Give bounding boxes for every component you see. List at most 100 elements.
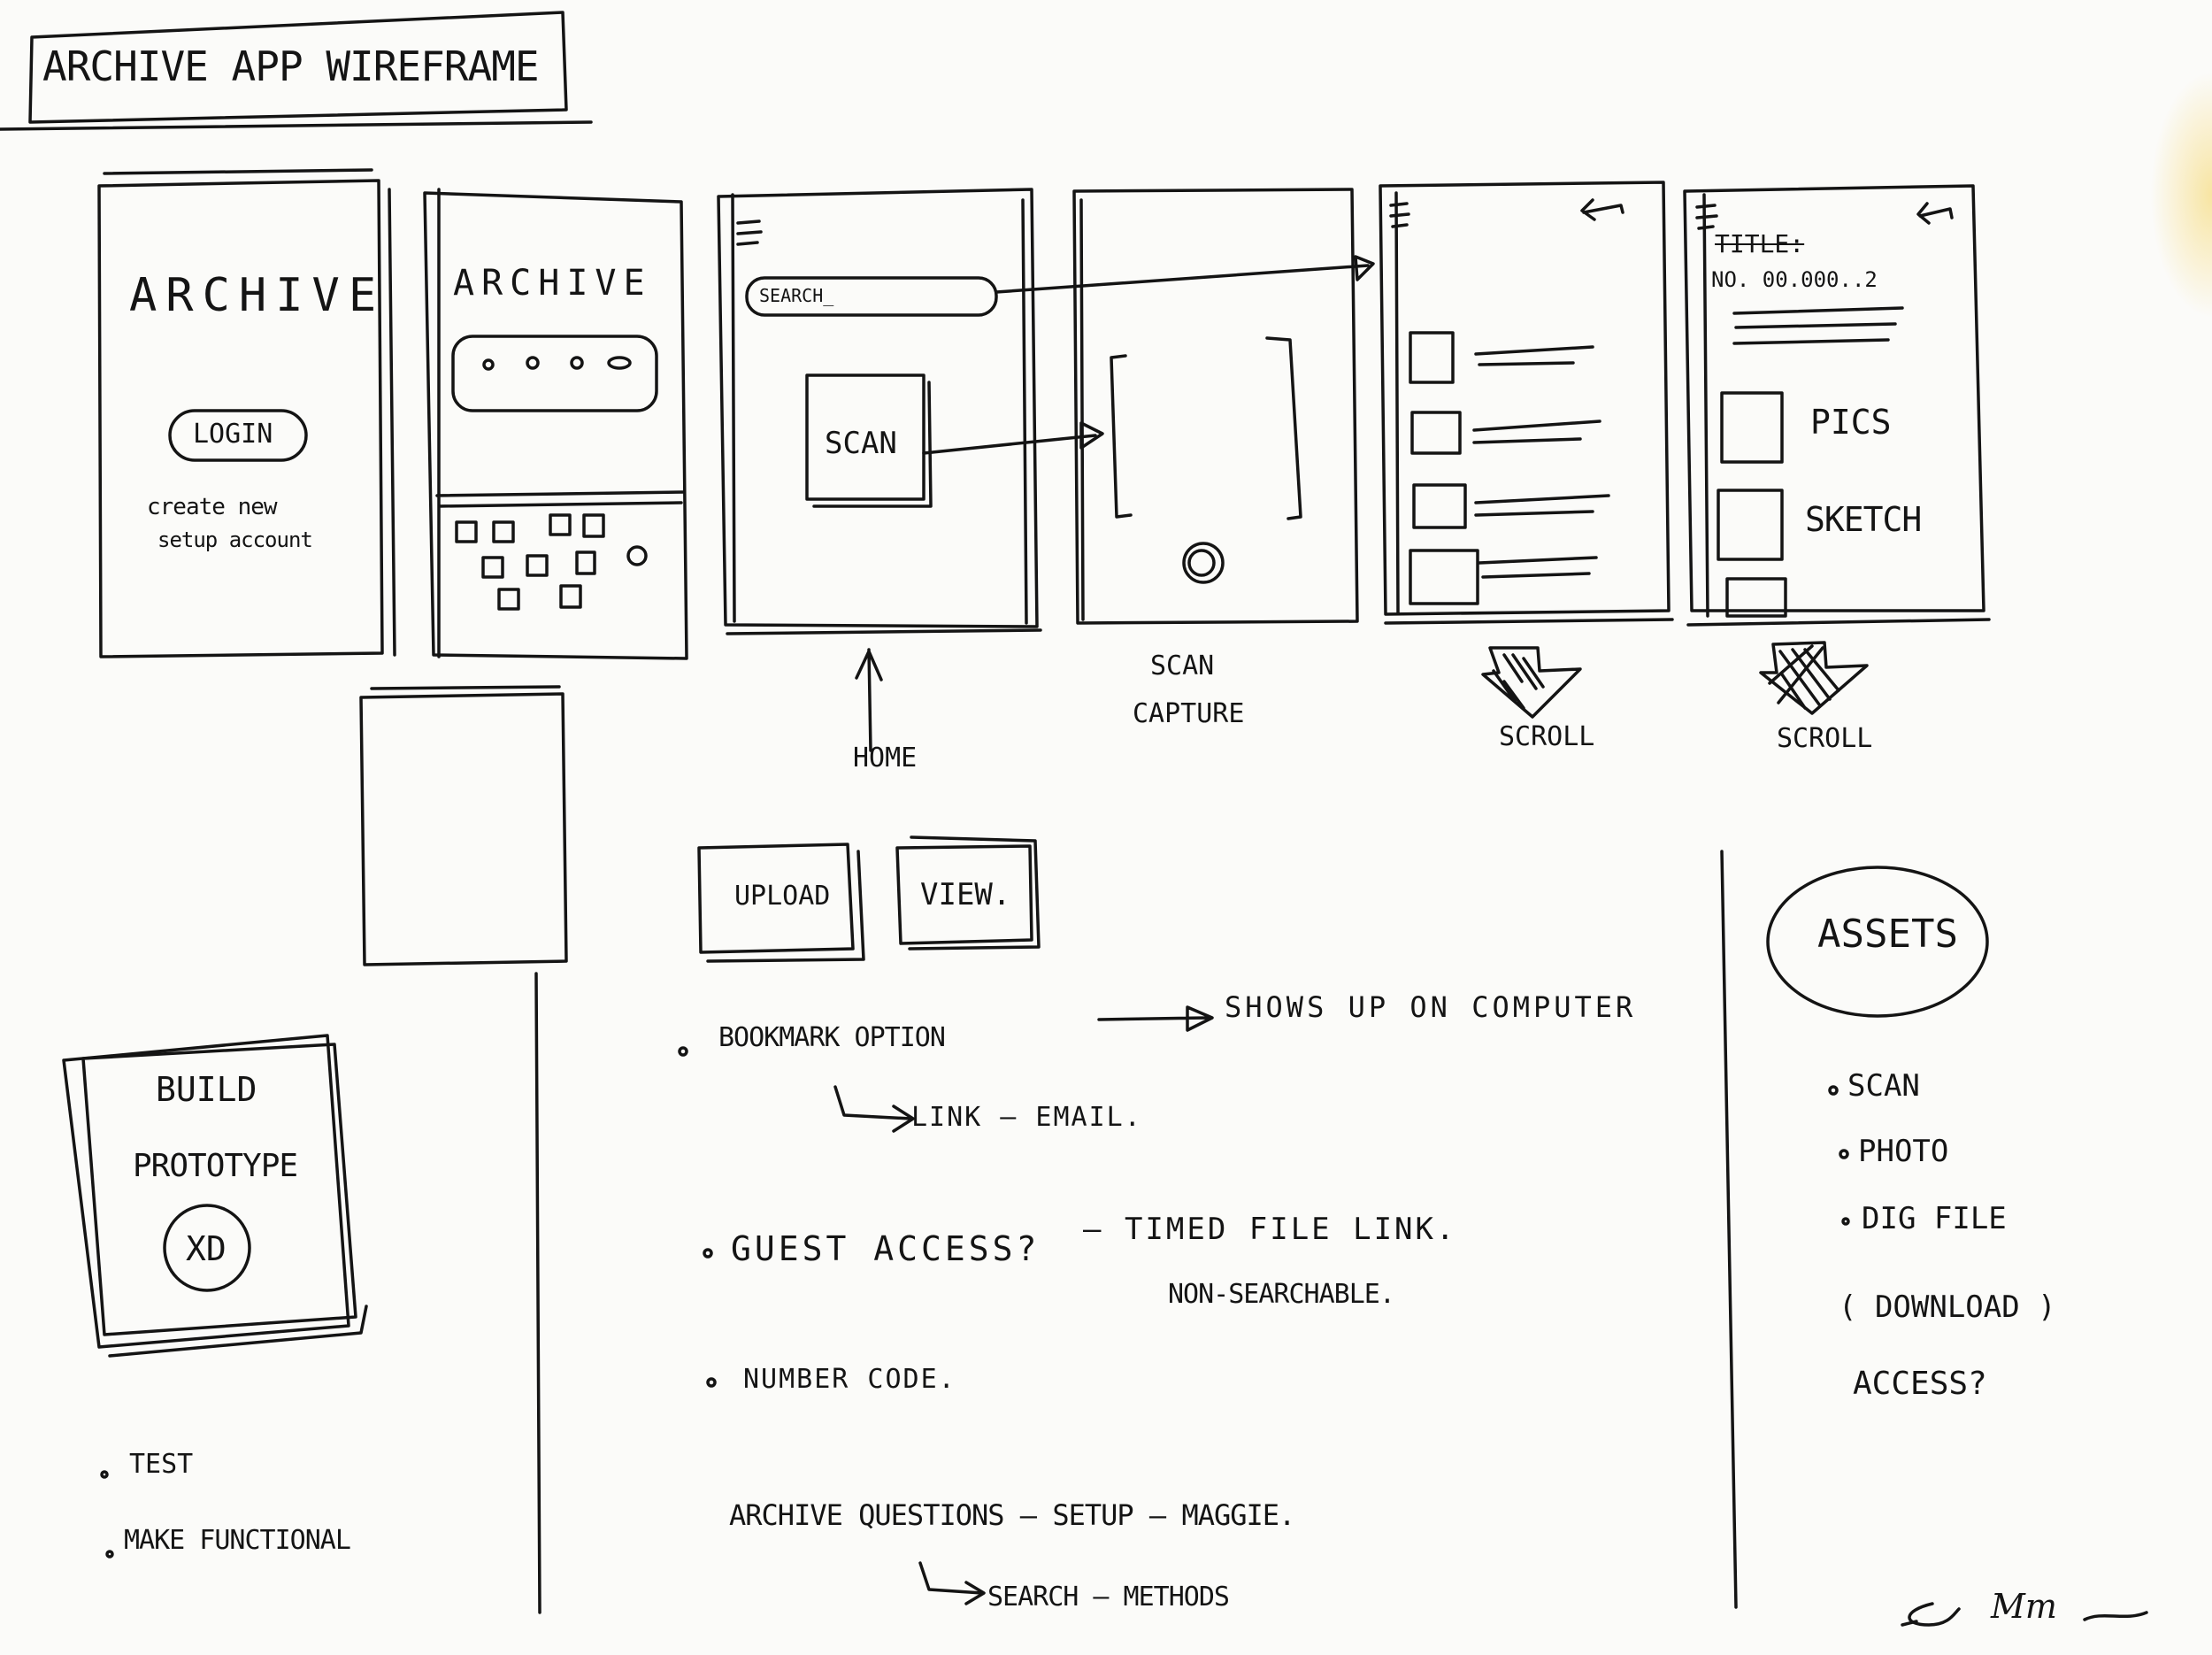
- assets-divider: [1720, 850, 1738, 1609]
- arrow-bookmark: [1097, 1005, 1214, 1032]
- page-title: ARCHIVE APP WIREFRAME: [42, 42, 540, 90]
- screen-detail-frame: [1683, 184, 1985, 612]
- bullet: [1841, 1217, 1850, 1226]
- home-pointer-arrow: [855, 648, 883, 752]
- screen-home-edge: [726, 193, 1042, 635]
- scan-button[interactable]: SCAN: [825, 426, 897, 461]
- app-grid-icons: [455, 513, 648, 611]
- dot-icon: [570, 356, 584, 370]
- arrow-scan-to-capture: [922, 434, 1097, 455]
- assets-access-note: ACCESS?: [1853, 1366, 1987, 1402]
- note-archive-questions: ARCHIVE QUESTIONS – SETUP – MAGGIE.: [729, 1498, 1295, 1532]
- screen-capture-edge: [1079, 198, 1085, 621]
- bullet: [105, 1550, 114, 1559]
- assets-heading-outline: [1766, 866, 1989, 1018]
- title-box-shadow: [0, 120, 593, 131]
- note-guest-access: GUEST ACCESS?: [731, 1229, 1041, 1268]
- hamburger-icon: [736, 219, 763, 246]
- sketch-thumbnail: [1717, 489, 1784, 561]
- login-screen-logo: ARCHIVE: [129, 269, 386, 322]
- scan-button-shadow: [812, 381, 933, 508]
- xd-badge: [163, 1204, 251, 1292]
- arrow-search-to-results: [995, 264, 1370, 294]
- detail-list-item: [1725, 577, 1787, 618]
- scan-capture-label: SCAN: [1150, 650, 1215, 681]
- search-input[interactable]: SEARCH_: [759, 285, 834, 306]
- screen-login-edge: [103, 168, 396, 657]
- pics-thumbnail: [1720, 391, 1784, 464]
- bullet: [678, 1046, 688, 1057]
- scan-capture-label-line2: CAPTURE: [1133, 698, 1245, 729]
- bullet: [706, 1377, 717, 1388]
- detail-text-lines: [1732, 306, 1904, 345]
- note-link-email: LINK — EMAIL.: [911, 1102, 1142, 1133]
- signature-mark: [1901, 1602, 1961, 1627]
- result-list-items: [1409, 331, 1610, 605]
- setup-account-note: setup account: [157, 527, 313, 552]
- title-box: [28, 11, 568, 124]
- build-card-shadow: [108, 1305, 368, 1358]
- view-button-shadow: [908, 835, 1041, 951]
- assets-item-dig-file: DIG FILE: [1862, 1201, 2007, 1236]
- screen-menu-edge: [435, 188, 685, 658]
- shutter-icon-inner: [1187, 549, 1216, 577]
- menu-screen-logo: ARCHIVE: [453, 263, 652, 304]
- build-card-line2: PROTOTYPE: [133, 1148, 298, 1184]
- view-button[interactable]: VIEW.: [920, 877, 1011, 912]
- bullet: [100, 1470, 109, 1479]
- build-card-frame: [62, 1034, 350, 1349]
- arrow-search-methods: [918, 1561, 986, 1605]
- scroll-arrow-2-hatch: [1768, 644, 1840, 710]
- signature-underline: [2083, 1611, 2148, 1621]
- sketch-label: SKETCH: [1805, 500, 1922, 539]
- note-search-methods: SEARCH – METHODS: [987, 1582, 1230, 1613]
- assets-item-scan: SCAN: [1847, 1068, 1920, 1104]
- hamburger-icon: [1695, 204, 1718, 230]
- back-icon: [1580, 198, 1624, 221]
- create-account-note: create new: [147, 494, 278, 520]
- assets-item-photo: PHOTO: [1858, 1134, 1949, 1169]
- build-card-line1: BUILD: [156, 1070, 257, 1109]
- screen-capture-frame: [1072, 188, 1359, 625]
- back-icon: [1916, 202, 1954, 225]
- detail-number-label: NO. 00.000..2: [1711, 267, 1878, 292]
- hamburger-icon: [1389, 202, 1410, 228]
- signature: Mm: [1991, 1587, 2057, 1626]
- dot-icon: [607, 356, 632, 370]
- note-timed-link: – TIMED FILE LINK.: [1083, 1212, 1457, 1247]
- screen-results-frame: [1379, 181, 1671, 616]
- upload-button-shadow: [706, 850, 865, 963]
- arrow-link: [833, 1085, 915, 1133]
- screen-login-frame: [97, 179, 384, 658]
- arrowhead: [1354, 255, 1375, 281]
- note-number-code: NUMBER CODE.: [743, 1364, 956, 1395]
- search-input-outline: [745, 276, 998, 317]
- scan-button-outline: [805, 373, 926, 501]
- paper-stain: [2150, 71, 2212, 319]
- dot-icon: [526, 356, 540, 370]
- screen-detail-edge: [1686, 193, 1991, 627]
- blank-screen-edge: [370, 685, 561, 1614]
- viewfinder-right: [1265, 336, 1302, 520]
- screen-home-frame: [717, 188, 1039, 628]
- note-non-searchable: NON-SEARCHABLE.: [1168, 1279, 1395, 1310]
- detail-title-label: TITLE:: [1715, 229, 1805, 258]
- menu-dots-pill: [451, 335, 658, 412]
- login-button-outline: [168, 409, 308, 462]
- bullet: [1839, 1149, 1849, 1159]
- login-button[interactable]: LOGIN: [193, 419, 273, 450]
- home-label: HOME: [853, 743, 918, 774]
- task-make-functional: MAKE FUNCTIONAL: [124, 1525, 351, 1556]
- upload-button-outline: [697, 843, 855, 954]
- xd-badge-label: XD: [186, 1229, 227, 1268]
- assets-download-note: ( DOWNLOAD ): [1839, 1289, 2056, 1325]
- dot-icon: [482, 358, 495, 371]
- bullet: [703, 1248, 713, 1259]
- shutter-icon: [1182, 542, 1225, 584]
- task-test: TEST: [129, 1449, 194, 1480]
- upload-button[interactable]: UPLOAD: [734, 881, 831, 912]
- note-bookmark: BOOKMARK OPTION: [718, 1022, 946, 1053]
- screen-menu-frame: [423, 191, 688, 660]
- build-card-inner: [81, 1043, 357, 1336]
